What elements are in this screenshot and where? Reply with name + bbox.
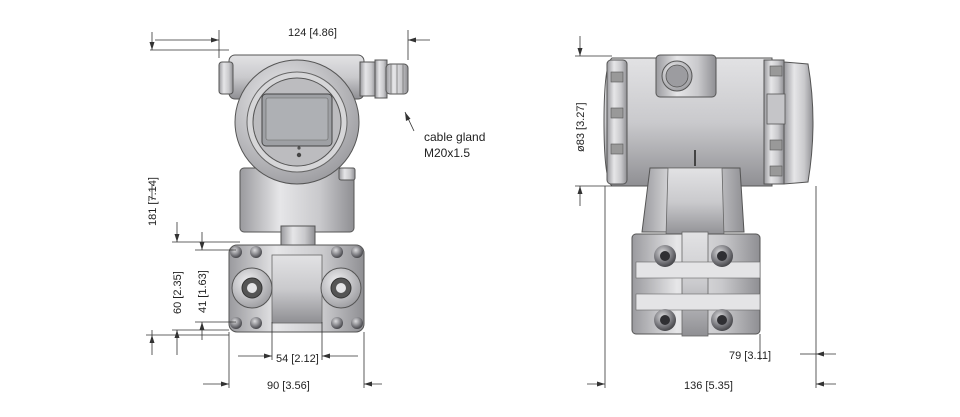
front-dimensions — [146, 30, 430, 388]
dim-front-flange-height: 60 [2.35] — [172, 271, 184, 314]
side-left-cover — [606, 59, 628, 185]
side-right-cover — [763, 59, 814, 185]
cable-gland-thread: M20x1.5 — [424, 146, 470, 160]
dim-front-bottom-inner: 54 [2.12] — [276, 353, 319, 365]
dim-front-height-total: 181 [7.14] — [147, 177, 159, 226]
dim-front-bottom-outer: 90 [3.56] — [267, 380, 310, 392]
side-view — [603, 54, 814, 337]
front-flange-bolts — [230, 246, 363, 329]
dim-front-bolt-spacing: 41 [1.63] — [197, 270, 209, 313]
dim-side-offset: 79 [3.11] — [729, 350, 771, 362]
cable-gland-label: cable gland — [424, 130, 485, 144]
front-view — [218, 54, 409, 333]
side-flange-bolts — [654, 245, 733, 331]
cable-gland — [359, 59, 409, 99]
dim-front-top-width: 124 [4.86] — [288, 27, 337, 39]
dim-side-diameter: ø83 [3.27] — [575, 102, 587, 152]
side-dimensions — [575, 36, 836, 388]
front-housing-side-left — [218, 61, 234, 95]
dim-side-total-width: 136 [5.35] — [684, 380, 733, 392]
